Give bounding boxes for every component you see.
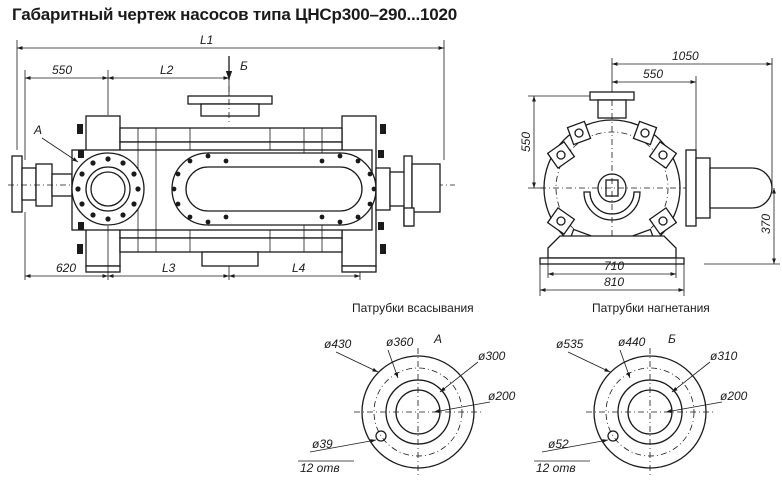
dim-550-front: 550 xyxy=(52,63,72,77)
dim-1050: 1050 xyxy=(672,49,699,63)
discharge-letter: Б xyxy=(668,332,676,346)
discharge-holes-count: 12 отв xyxy=(536,461,576,475)
suction-d-bore: ø200 xyxy=(488,389,516,403)
side-view: 1050 550 550 xyxy=(519,49,780,296)
dim-370: 370 xyxy=(759,214,773,234)
dim-L2: L2 xyxy=(160,63,174,77)
discharge-hole: ø52 xyxy=(548,437,569,451)
page-title: Габаритный чертеж насосов типа ЦНСр300–2… xyxy=(12,5,458,24)
front-view: L1 550 L2 Б xyxy=(8,33,455,280)
dim-L3: L3 xyxy=(162,261,176,275)
view-letter-b: Б xyxy=(240,59,248,73)
dim-550-top: 550 xyxy=(643,67,663,81)
suction-d-bolt: ø360 xyxy=(386,335,414,349)
dim-710: 710 xyxy=(604,259,624,273)
dim-550-vertical: 550 xyxy=(519,132,533,152)
suction-hole: ø39 xyxy=(312,437,333,451)
dim-L4: L4 xyxy=(292,261,306,275)
discharge-d-bolt: ø440 xyxy=(618,335,646,349)
suction-flange-detail: Патрубки всасывания А ø430 ø360 ø300 ø20… xyxy=(298,301,516,476)
discharge-d-bore: ø200 xyxy=(720,389,748,403)
suction-d-outer: ø430 xyxy=(324,337,352,351)
discharge-flange-detail: Патрубки нагнетания Б ø535 ø440 ø310 ø20… xyxy=(534,301,748,476)
view-letter-a: А xyxy=(33,123,42,137)
discharge-d-outer: ø535 xyxy=(556,337,584,351)
discharge-caption: Патрубки нагнетания xyxy=(592,301,710,315)
suction-caption: Патрубки всасывания xyxy=(352,301,474,315)
dim-L1: L1 xyxy=(200,33,213,47)
dim-810: 810 xyxy=(604,275,624,289)
discharge-d-face: ø310 xyxy=(710,349,738,363)
dim-620: 620 xyxy=(56,261,76,275)
suction-letter: А xyxy=(433,332,442,346)
suction-holes-count: 12 отв xyxy=(300,461,340,475)
suction-d-face: ø300 xyxy=(478,349,506,363)
